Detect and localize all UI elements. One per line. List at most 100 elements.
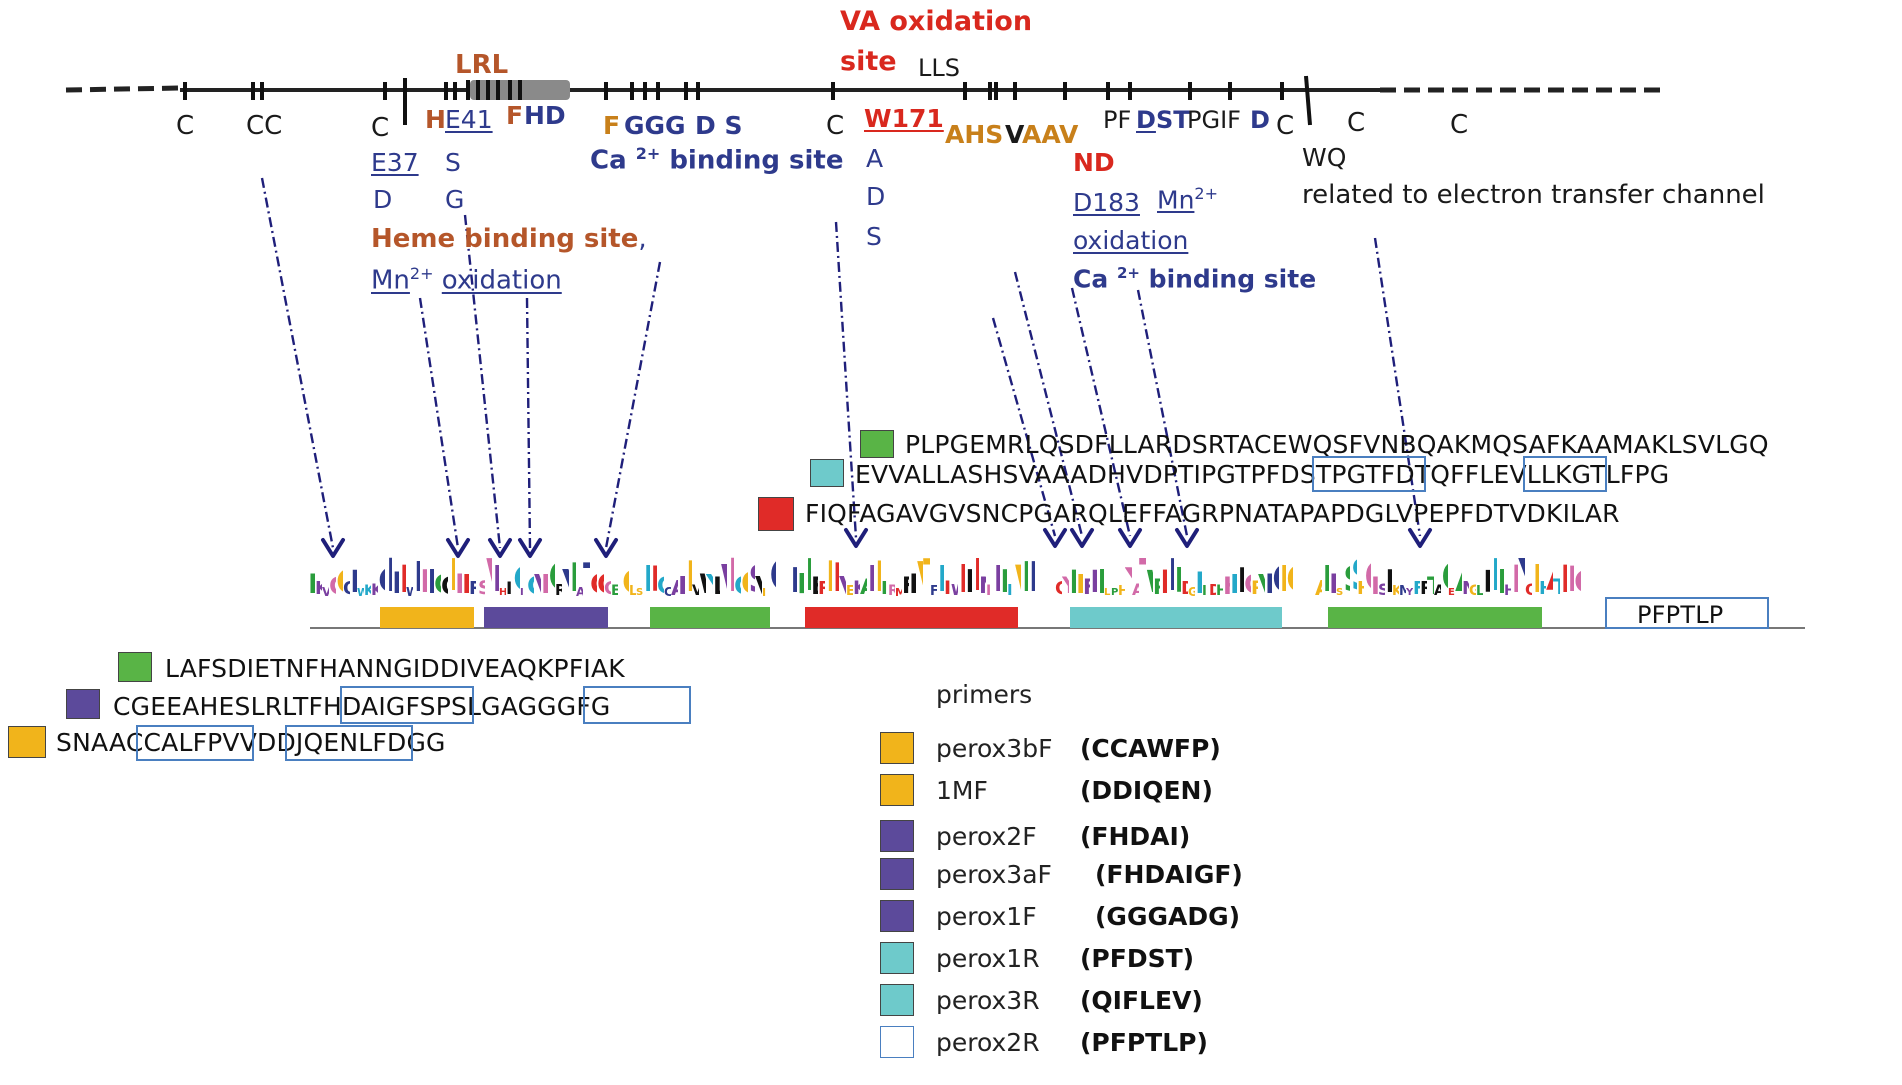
logo-glyph: H	[1322, 562, 1329, 598]
label-c-1: C	[176, 111, 195, 141]
annotation-arrows	[260, 177, 1422, 549]
logo-glyph: I	[399, 561, 406, 598]
logo-glyph: W	[485, 554, 492, 598]
logo-glyph: V	[1258, 572, 1265, 598]
logo-glyph: Q	[1364, 556, 1371, 598]
mn-1-text: Mn	[371, 265, 410, 296]
domain-bar-red	[805, 607, 1018, 628]
logo-glyph: L	[413, 557, 420, 598]
heme-text: Heme binding site	[371, 224, 639, 254]
logo-glyph: I	[762, 587, 767, 598]
logo-glyph: S	[1336, 588, 1343, 598]
logo-glyph: S	[1343, 563, 1350, 598]
label-g-1: G	[445, 185, 465, 214]
logo-glyph: I	[944, 579, 951, 598]
logo-glyph: A	[1315, 578, 1322, 598]
logo-glyph: R	[1174, 564, 1181, 598]
logo-glyph: N	[937, 562, 944, 598]
logo-glyph: G	[513, 562, 520, 598]
label-c-6: C	[1450, 110, 1469, 140]
label-e41: E41	[445, 105, 493, 134]
label-s-1: S	[445, 148, 461, 177]
label-cc: CC	[246, 111, 283, 141]
logo-glyph: F	[1560, 561, 1567, 598]
logo-glyph: C	[1286, 561, 1293, 598]
label-pgif: PGIF	[1187, 106, 1241, 134]
backbone-ticks	[183, 75, 1312, 126]
logo-glyph: F	[1083, 577, 1090, 598]
logo-glyph: I	[678, 573, 685, 598]
primer-name: 1MF	[936, 776, 988, 805]
primer-swatch	[880, 774, 914, 806]
logo-glyph: P	[972, 554, 979, 598]
label-pfptlp: PFPTLP	[1637, 601, 1724, 629]
logo-glyph: C	[434, 572, 441, 598]
label-c-3: C	[826, 111, 845, 141]
logo-glyph: E	[1448, 588, 1455, 598]
logo-glyph: F	[1090, 568, 1097, 598]
logo-glyph: A	[1455, 553, 1462, 598]
logo-glyph: P	[727, 553, 734, 598]
logo-glyph: W	[406, 586, 413, 598]
logo-glyph: I	[506, 581, 513, 598]
label-ggg: GGG	[624, 111, 686, 140]
seq-left-yellow: SNAACCALFPVVDDJQENLFDGG	[56, 728, 446, 757]
primer-name: perox1F	[936, 902, 1037, 931]
logo-glyph: D	[1279, 562, 1286, 598]
logo-glyph: G	[329, 574, 336, 598]
label-mn-oxidation-1: Mn2+ oxidation	[371, 266, 562, 294]
label-st: ST	[1156, 106, 1190, 134]
logo-glyph: G	[1469, 584, 1476, 598]
logo-glyph: N	[1511, 561, 1518, 598]
logo-glyph: C	[622, 566, 629, 598]
logo-glyph: L	[1097, 565, 1104, 598]
logo-glyph: Q	[343, 580, 350, 598]
heme-comma: ,	[638, 224, 647, 254]
logo-glyph: H	[643, 562, 650, 598]
box-pfptlp	[1605, 597, 1769, 629]
logo-glyph: V	[692, 584, 699, 598]
label-d-1: D	[373, 185, 393, 214]
label-c-5: C	[1347, 108, 1366, 138]
logo-glyph: K	[1265, 571, 1272, 598]
box-pfdstp	[1312, 456, 1426, 492]
logo-glyph: Y	[1062, 576, 1069, 598]
box-qfflev	[1523, 456, 1607, 492]
logo-glyph: L	[867, 562, 874, 598]
logo-glyph: F	[930, 585, 937, 598]
logo-glyph: R	[958, 560, 965, 598]
logo-glyph: M	[1069, 566, 1076, 598]
logo-glyph: F	[909, 571, 916, 598]
label-c-4: C	[1276, 111, 1295, 141]
logo-glyph: D	[541, 572, 548, 598]
logo-glyph: E	[846, 585, 853, 598]
logo-glyph: P	[1111, 588, 1118, 598]
logo-glyph: N	[1462, 580, 1469, 598]
logo-glyph: Q	[769, 553, 776, 598]
primer-swatch	[880, 1026, 914, 1058]
label-ds: D S	[695, 111, 743, 140]
logo-glyph: P	[492, 562, 499, 598]
domain-bar-yellow	[380, 607, 474, 628]
logo-glyph: H	[1490, 554, 1497, 598]
oxidation-1-text: oxidation	[441, 265, 562, 296]
box-gggfg	[583, 686, 691, 724]
label-va-oxidation-2: site	[840, 46, 897, 77]
logo-glyph: P	[1251, 579, 1258, 598]
logo-glyph: Q	[741, 569, 748, 598]
label-pgifd-d: D	[1250, 106, 1270, 134]
logo-glyph: R	[818, 580, 825, 598]
swatch-seq-left-purple	[66, 689, 100, 719]
logo-glyph: G	[1574, 568, 1581, 598]
logo-glyph: W	[1146, 568, 1153, 598]
logo-glyph: A	[860, 577, 867, 598]
mn-1-sup: 2+	[409, 264, 434, 283]
logo-glyph: L	[1476, 585, 1483, 598]
logo-glyph: S	[1350, 554, 1357, 598]
logo-glyph: H	[797, 570, 804, 598]
label-d-2: D	[866, 182, 886, 211]
primer-motif: (PFDST)	[1080, 944, 1195, 973]
logo-glyph: C	[527, 573, 534, 598]
ca-1-sup: 2+	[635, 144, 661, 163]
